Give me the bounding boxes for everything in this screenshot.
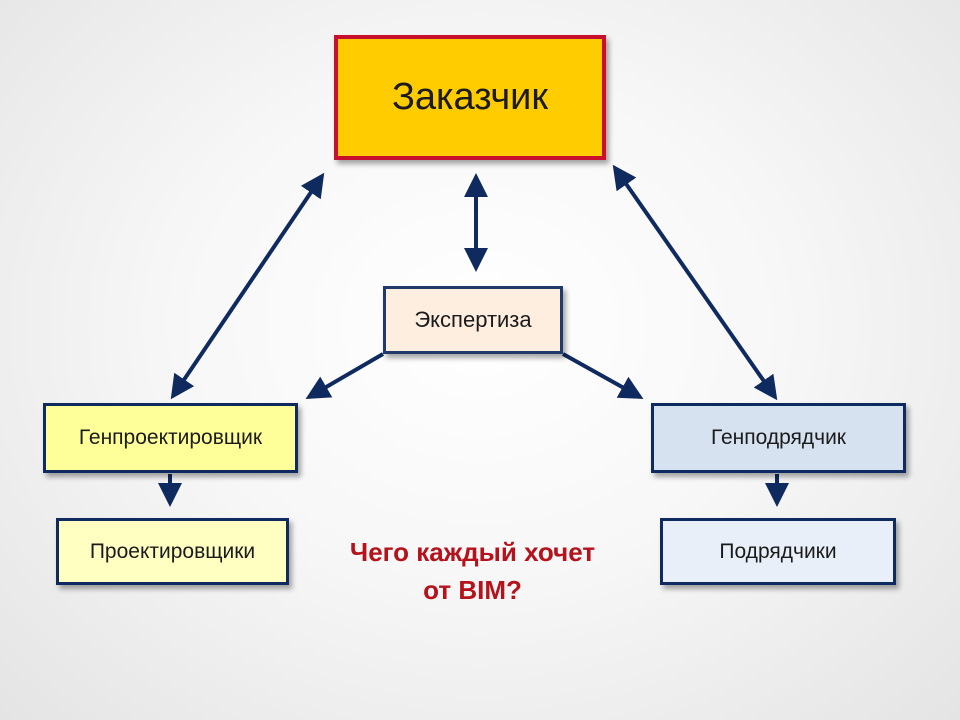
expertise-label: Экспертиза	[414, 307, 532, 332]
contractors-label: Подрядчики	[719, 539, 837, 563]
general-designer-label: Генпроектировщик	[78, 426, 263, 449]
customer-box: Заказчик	[334, 35, 606, 160]
contractors-box: Подрядчики	[660, 518, 896, 585]
general-designer-box: Генпроектировщик	[43, 403, 298, 473]
bim-question-text: Чего каждый хочет от BIM?	[349, 537, 596, 605]
arrow-expertise-general-designer	[305, 352, 385, 400]
designers-label: Проектировщики	[89, 539, 256, 563]
designers-box: Проектировщики	[56, 518, 289, 585]
arrow-expertise-general-contractor	[562, 352, 644, 399]
customer-label: Заказчик	[391, 76, 549, 118]
expertise-box: Экспертиза	[383, 286, 563, 354]
general-contractor-box: Генподрядчик	[651, 403, 906, 473]
general-contractor-label: Генподрядчик	[710, 426, 846, 449]
arrow-customer-general-designer	[170, 172, 325, 400]
arrow-customer-general-contractor	[612, 164, 778, 401]
